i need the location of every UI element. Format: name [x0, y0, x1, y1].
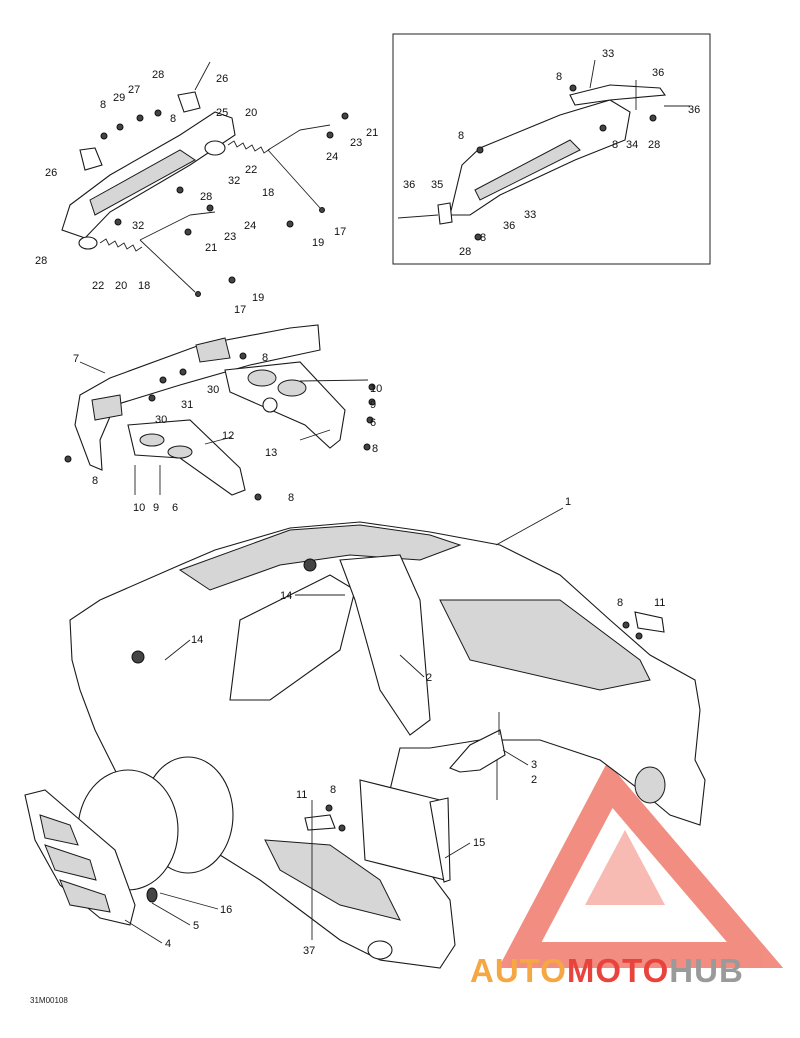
callout: 8	[617, 597, 623, 609]
callout: 8	[92, 475, 98, 487]
callouts-inset: 33 8 36 36 8 8 34 28 36 35 33 36 8 28	[403, 48, 700, 258]
callout: 36	[688, 104, 700, 116]
watermark-logo-icon	[498, 761, 784, 968]
callout: 18	[262, 187, 274, 199]
callout: 24	[244, 220, 256, 232]
callout: 24	[326, 151, 338, 163]
callout: 6	[370, 417, 376, 429]
callout: 8	[262, 352, 268, 364]
callout: 18	[138, 280, 150, 292]
callout: 22	[92, 280, 104, 292]
callout: 4	[165, 938, 171, 950]
callout: 20	[245, 107, 257, 119]
callout: 28	[459, 246, 471, 258]
callout: 29	[113, 92, 125, 104]
callout: 14	[191, 634, 203, 646]
callout: 36	[503, 220, 515, 232]
callout: 10	[370, 383, 382, 395]
callout: 11	[296, 789, 307, 801]
callout: 20	[115, 280, 127, 292]
rear-bumper-assembly	[64, 324, 376, 501]
side-panel	[24, 789, 136, 926]
callout: 31	[181, 399, 193, 411]
callout: 30	[207, 384, 219, 396]
callout: 35	[431, 179, 443, 191]
callout: 13	[265, 447, 277, 459]
callout: 26	[216, 73, 228, 85]
callout: 21	[366, 127, 378, 139]
callout: 11	[654, 597, 665, 609]
callout: 36	[403, 179, 415, 191]
callout: 32	[132, 220, 144, 232]
callouts-middle: 7 8 30 31 30 10 9 6 12 13 8 8 10 9 6 8	[73, 352, 382, 514]
callout: 19	[252, 292, 264, 304]
watermark-text-part: MOTO	[566, 952, 670, 989]
callout: 8	[458, 130, 464, 142]
callout: 21	[205, 242, 217, 254]
watermark-text: AUTOMOTOHUB	[470, 952, 744, 990]
callout: 8	[170, 113, 176, 125]
callout: 6	[172, 502, 178, 514]
hull-body	[69, 521, 706, 969]
callout: 33	[524, 209, 536, 221]
callout: 3	[531, 759, 537, 771]
callout: 17	[334, 226, 346, 238]
callout: 22	[245, 164, 257, 176]
callout: 28	[648, 139, 660, 151]
watermark-text-part: HUB	[669, 952, 744, 989]
callout: 14	[280, 590, 292, 602]
reference-code: 31M00108	[30, 996, 68, 1005]
callout: 37	[303, 945, 315, 957]
callout: 5	[193, 920, 199, 932]
callout: 8	[612, 139, 618, 151]
callout: 15	[473, 837, 485, 849]
callouts-bottom: 1 14 14 8 11 2 3 2 11 8 15 16 5 4 37	[165, 496, 665, 957]
callout: 36	[652, 67, 664, 79]
callout: 34	[626, 139, 638, 151]
callout: 2	[426, 672, 432, 684]
callout: 19	[312, 237, 324, 249]
callout: 23	[224, 231, 236, 243]
front-bumper-assembly	[61, 91, 349, 297]
callouts-top-left: 28 8 29 27 8 26 25 20 26 21 23 22 32 24 …	[35, 69, 378, 316]
callout: 28	[35, 255, 47, 267]
callout: 27	[128, 84, 140, 96]
callout: 8	[100, 99, 106, 111]
callout: 12	[222, 430, 234, 442]
callout: 17	[234, 304, 246, 316]
callout: 8	[372, 443, 378, 455]
callout: 8	[288, 492, 294, 504]
callout: 32	[228, 175, 240, 187]
callout: 9	[370, 399, 376, 411]
inset-detail-box	[392, 33, 711, 265]
watermark-text-part: AUTO	[470, 952, 567, 989]
callout: 28	[152, 69, 164, 81]
leader-lines	[79, 59, 596, 944]
callout: 28	[200, 191, 212, 203]
callout: 10	[133, 502, 145, 514]
callout: 26	[45, 167, 57, 179]
callout: 9	[153, 502, 159, 514]
callout: 8	[556, 71, 562, 83]
callout: 1	[565, 496, 571, 508]
callout: 7	[73, 353, 79, 365]
callout: 33	[602, 48, 614, 60]
hull-hardware	[131, 558, 665, 940]
callout: 2	[531, 774, 537, 786]
callout: 30	[155, 414, 167, 426]
callout: 8	[330, 784, 336, 796]
callout: 8	[480, 232, 486, 244]
callout: 25	[216, 107, 228, 119]
callout: 23	[350, 137, 362, 149]
foam-block	[359, 779, 451, 883]
callout: 16	[220, 904, 232, 916]
